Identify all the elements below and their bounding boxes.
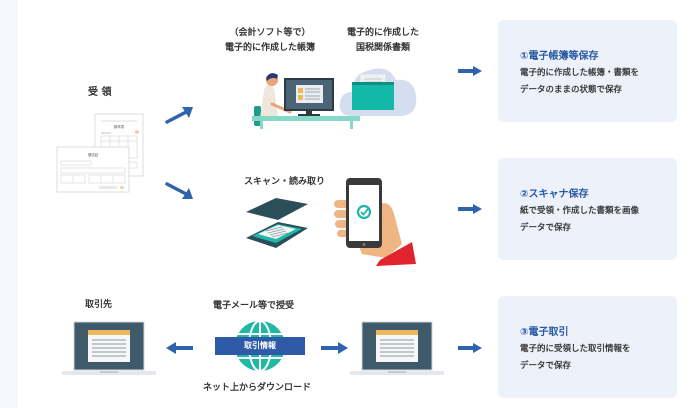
receipt-document-icon: 領収証 <box>56 146 130 193</box>
scan-label: スキャン・読み取り <box>244 177 326 187</box>
arrow-right-icon-row2 <box>458 204 482 214</box>
receipt-title: 領収証 <box>88 152 99 157</box>
card-description: 電子的に作成した帳簿・書類を データのままの状態で保存 <box>520 65 639 99</box>
receive-label: 受 領 <box>88 87 112 98</box>
arrow-up-right-icon <box>164 104 196 126</box>
books-label-line2: 電子的に作成した帳簿 <box>224 43 315 53</box>
card-electronic-books: ①電子帳簿等保存 電子的に作成した帳簿・書類を データのままの状態で保存 <box>498 20 677 122</box>
transaction-info-banner <box>215 337 305 355</box>
card-electronic-transactions: ③電子取引 電子的に受領した取引情報を データで保存 <box>498 296 677 398</box>
arrow-right-icon-row3 <box>320 342 348 354</box>
cloud-folder-illustration <box>338 60 418 118</box>
card-desc-line1: 電子的に受領した取引情報を <box>520 344 631 354</box>
card-title: ③電子取引 <box>520 327 569 338</box>
left-margin-strip <box>0 0 18 408</box>
partner-label: 取引先 <box>85 300 113 310</box>
check-icon <box>356 204 372 220</box>
tax-docs-label-line1: 電子的に作成した <box>346 28 419 38</box>
partner-laptop-illustration <box>62 320 156 378</box>
paper-documents-illustration: 請求書 領収証 <box>55 112 150 194</box>
smartphone-in-hand-illustration <box>332 174 416 266</box>
books-label: （会計ソフト等で） 電子的に作成した帳簿 <box>215 26 325 56</box>
card-title: ②スキャナ保存 <box>520 189 589 200</box>
download-label: ネット上からダウンロード <box>203 383 312 393</box>
receiver-laptop-illustration <box>350 320 444 378</box>
email-label: 電子メール等で授受 <box>213 301 295 311</box>
invoice-title: 請求書 <box>114 124 125 129</box>
card-desc-line2: データで保存 <box>520 223 572 233</box>
tax-docs-label-line2: 国税関係書類 <box>355 43 410 53</box>
arrow-down-right-icon <box>164 180 196 202</box>
tax-docs-label: 電子的に作成した 国税関係書類 <box>338 26 428 56</box>
monitor-icon <box>284 78 334 116</box>
arrow-right-icon-row1 <box>458 66 482 76</box>
card-desc-line2: データで保存 <box>520 361 572 371</box>
transaction-info-label: 取引情報 <box>244 341 276 350</box>
card-desc-line2: データのままの状態で保存 <box>520 85 623 95</box>
arrow-right-icon-row3-card <box>458 343 482 353</box>
arrow-left-icon <box>166 342 194 354</box>
sleeve-icon <box>376 242 416 266</box>
globe-illustration <box>215 318 305 374</box>
card-description: 電子的に受領した取引情報を データで保存 <box>520 341 631 375</box>
folder-icon <box>352 73 394 110</box>
card-scanner-storage: ②スキャナ保存 紙で受領・作成した書類を画像 データで保存 <box>498 158 677 260</box>
card-desc-line1: 電子的に作成した帳簿・書類を <box>520 68 640 78</box>
desk-icon <box>252 116 360 129</box>
scanner-illustration <box>244 198 310 250</box>
card-title: ①電子帳簿等保存 <box>520 51 599 62</box>
person-at-computer-illustration <box>250 68 360 130</box>
card-description: 紙で受領・作成した書類を画像 データで保存 <box>520 203 639 237</box>
card-desc-line1: 紙で受領・作成した書類を画像 <box>520 206 640 216</box>
books-label-line1: （会計ソフト等で） <box>229 28 311 38</box>
smartphone-icon <box>346 178 382 248</box>
